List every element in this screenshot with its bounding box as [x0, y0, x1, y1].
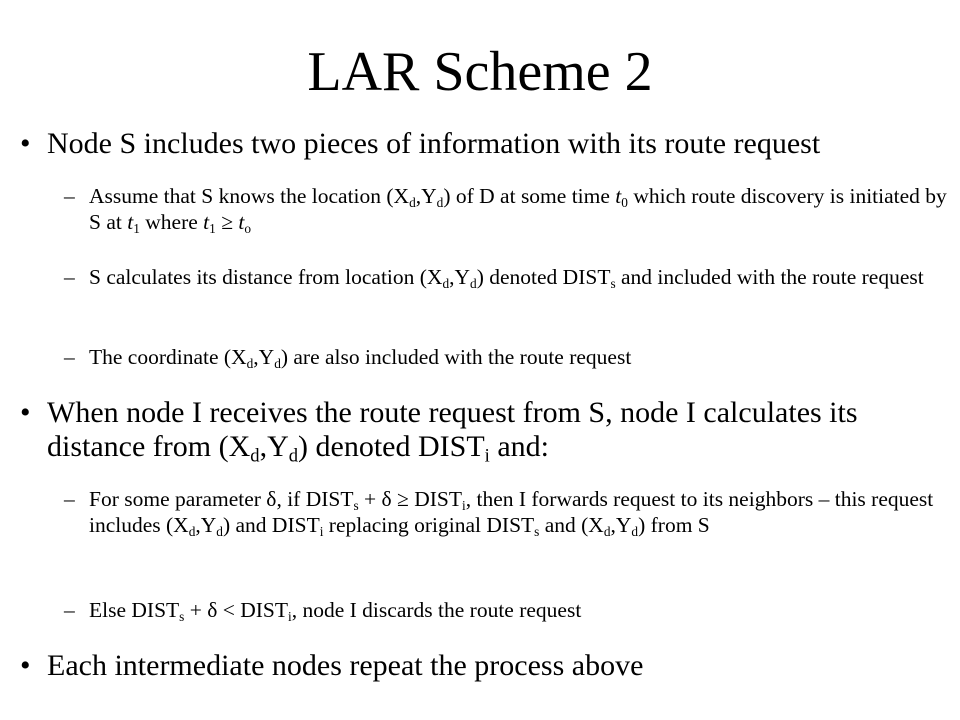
bullet-text: When node I receives the route request f…	[47, 396, 858, 467]
sub-bullet-item: – Else DISTs + δ < DISTi, node I discard…	[64, 597, 954, 623]
sub-bullet-item: – For some parameter δ, if DISTs + δ ≥ D…	[64, 486, 954, 538]
dash-marker: –	[64, 345, 75, 369]
bullet-text: Node S includes two pieces of informatio…	[47, 127, 821, 160]
dash-marker: –	[64, 598, 75, 622]
bullet-item: • Each intermediate nodes repeat the pro…	[20, 649, 945, 683]
sub-bullet-item: – Assume that S knows the location (Xd,Y…	[64, 183, 954, 235]
sub-bullet-item: – The coordinate (Xd,Yd) are also includ…	[64, 344, 954, 370]
bullet-item: • When node I receives the route request…	[20, 396, 945, 467]
sub-bullet-text: The coordinate (Xd,Yd) are also included…	[89, 345, 632, 371]
dash-marker: –	[64, 184, 75, 208]
bullet-item: • Node S includes two pieces of informat…	[20, 127, 945, 161]
bullet-marker: •	[20, 127, 31, 160]
sub-bullet-text: Else DISTs + δ < DISTi, node I discards …	[89, 598, 582, 624]
sub-bullet-text: For some parameter δ, if DISTs + δ ≥ DIS…	[89, 487, 934, 539]
bullet-marker: •	[20, 649, 31, 682]
dash-marker: –	[64, 265, 75, 289]
dash-marker: –	[64, 487, 75, 511]
sub-bullet-text: Assume that S knows the location (Xd,Yd)…	[89, 184, 947, 236]
slide-title: LAR Scheme 2	[307, 41, 653, 103]
bullet-marker: •	[20, 396, 31, 429]
sub-bullet-item: – S calculates its distance from locatio…	[64, 264, 954, 290]
sub-bullet-text: S calculates its distance from location …	[89, 265, 924, 291]
bullet-text: Each intermediate nodes repeat the proce…	[47, 649, 644, 682]
